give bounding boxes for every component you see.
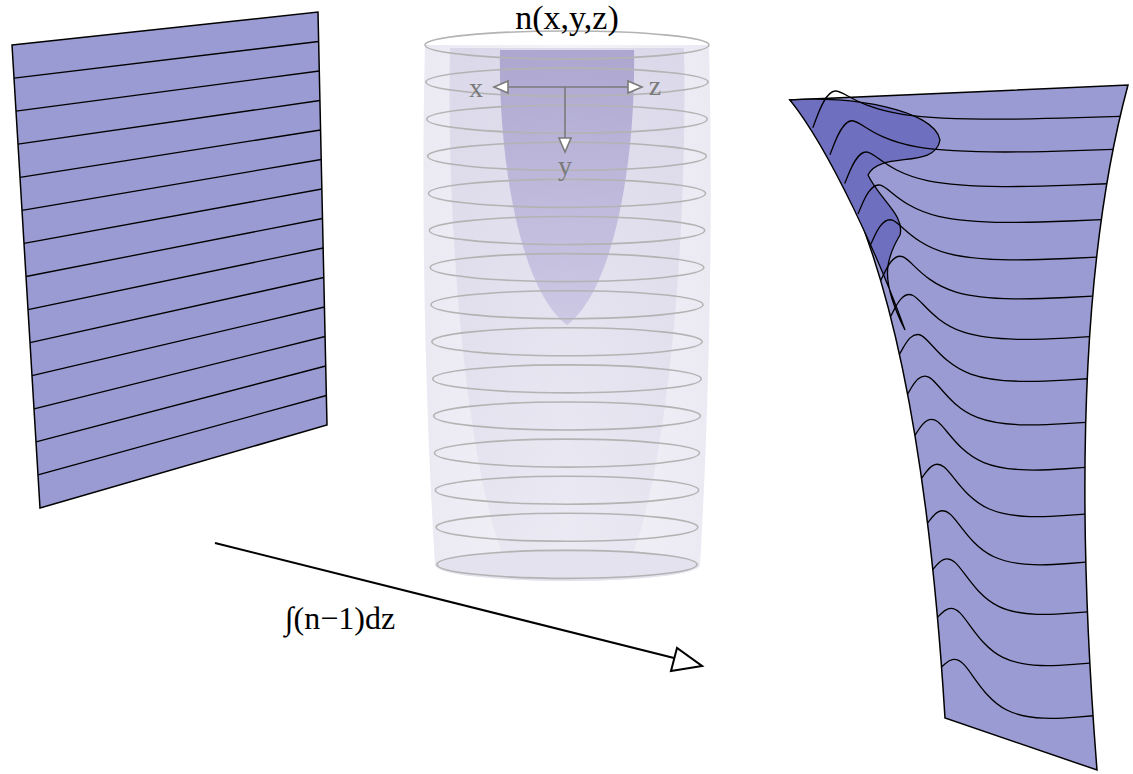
axis-label: y <box>558 150 572 182</box>
transform-arrow <box>215 543 702 671</box>
axes <box>494 81 642 152</box>
medium-title: n(x,y,z) <box>515 0 619 37</box>
axis-label: z <box>649 70 661 102</box>
flat-wavefront <box>12 12 327 508</box>
refractive-medium <box>423 31 710 581</box>
distorted-wavefront <box>790 85 1128 770</box>
axis-label: x <box>469 72 483 104</box>
integral-label: ∫(n−1)dz <box>285 600 395 637</box>
